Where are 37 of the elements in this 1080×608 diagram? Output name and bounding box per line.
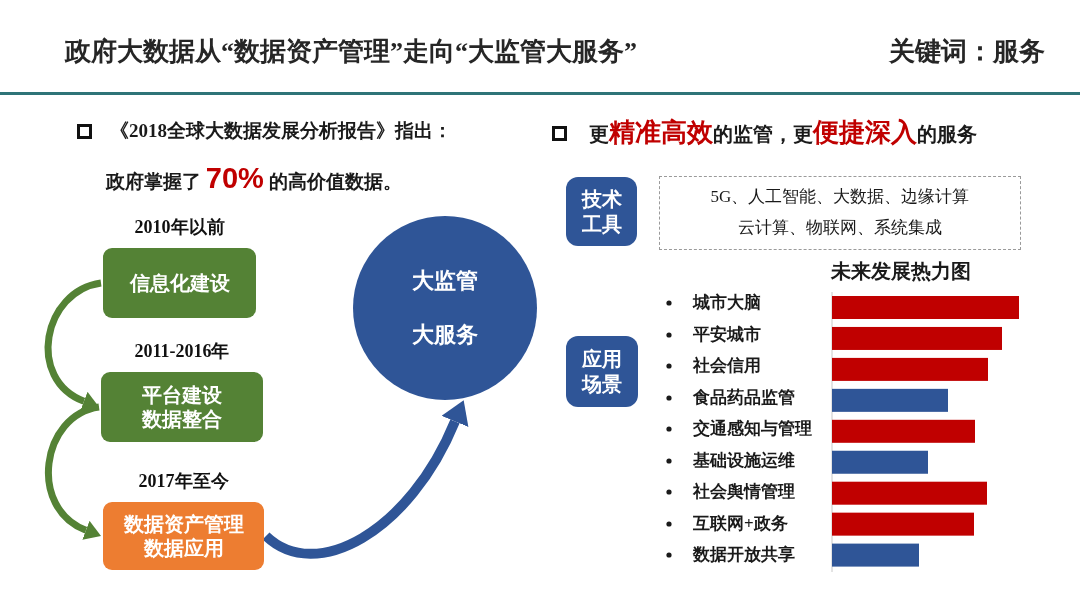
tag-box xyxy=(566,336,638,407)
year-label: 2011-2016年 xyxy=(134,341,230,363)
category-label: 数据开放共享 xyxy=(693,544,795,566)
box-label: 平台建设 xyxy=(142,382,222,407)
box-label: 数据整合 xyxy=(142,407,222,432)
report-note: 《2018全球大数据发展分析报告》指出： xyxy=(110,119,452,143)
category-label: 交通感知与管理 xyxy=(693,418,812,440)
box-label: 信息化建设 xyxy=(129,270,230,296)
box-label: 数据资产管理 xyxy=(123,511,244,536)
keyword-label: 关键词：服务 xyxy=(889,36,1045,68)
box-label: 技术工具 xyxy=(580,187,623,236)
category-label: 社会信用 xyxy=(693,355,761,377)
year-label: 2010年以前 xyxy=(134,217,225,239)
category-label: 食品药品监管 xyxy=(693,387,795,408)
category-label: 平安城市 xyxy=(693,324,761,345)
box-label: 应用场景 xyxy=(581,347,623,396)
box-label: 云计算、物联网、系统集成 xyxy=(738,218,942,239)
dashed-box xyxy=(659,176,1021,250)
slide-title: 政府大数据从“数据资产管理”走向“大监管大服务” xyxy=(65,36,637,68)
circle-label: 大服务 xyxy=(412,321,478,349)
arrow xyxy=(45,403,101,538)
tag-box xyxy=(566,177,637,246)
arrow xyxy=(263,400,466,559)
box-label: 数据应用 xyxy=(143,536,224,561)
category-label: 社会舆情管理 xyxy=(693,481,795,503)
arrow xyxy=(44,279,102,409)
box-label: 5G、人工智能、大数据、边缘计算 xyxy=(710,187,970,208)
circle-label: 大监管 xyxy=(412,267,478,295)
stage-box xyxy=(101,372,263,442)
key-finding: 政府掌握了 70% 的高价值数据。 xyxy=(106,160,402,196)
stage-box xyxy=(103,248,256,318)
category-label: 城市大脑 xyxy=(693,292,761,314)
category-label: 互联网+政务 xyxy=(693,513,788,534)
subheading: 更精准高效的监管，更便捷深入的服务 xyxy=(589,117,977,149)
stage-box xyxy=(103,502,264,570)
category-label: 基础设施运维 xyxy=(693,450,795,471)
year-label: 2017年至今 xyxy=(138,471,229,493)
